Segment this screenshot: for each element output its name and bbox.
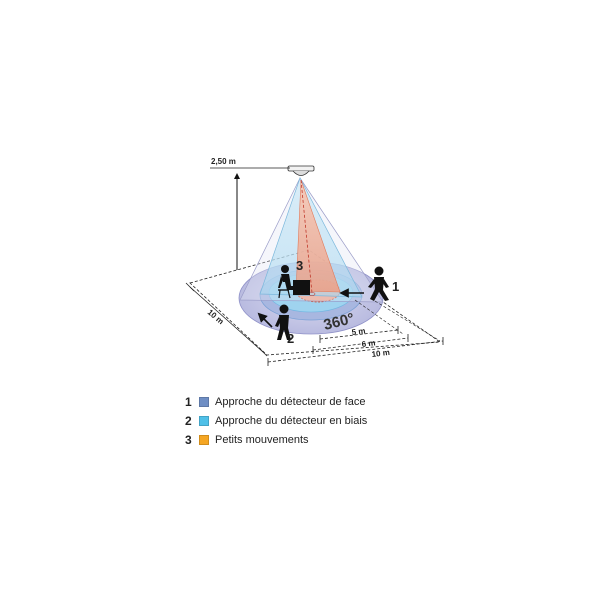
sensor-icon: [287, 165, 315, 176]
legend-item-2: 2 Approche du détecteur en biais: [185, 411, 485, 430]
beam-cones: [239, 177, 384, 303]
legend-swatch-oblique: [199, 415, 209, 426]
legend-text: Approche du détecteur de face: [215, 395, 366, 408]
legend-text: Approche du détecteur en biais: [215, 414, 368, 427]
legend-swatch-front: [199, 396, 209, 407]
depth-label: 10 m: [206, 308, 226, 327]
zone-label-2: 2: [287, 331, 294, 346]
seated-person-icon: [278, 265, 310, 299]
legend-item-3: 3 Petits mouvements: [185, 430, 485, 449]
width-label: 10 m: [371, 348, 390, 359]
height-label: 2,50 m: [211, 157, 236, 166]
floor-plane: [189, 249, 442, 356]
range-5m-label: 5 m: [351, 326, 366, 337]
range-6m-label: 6 m: [361, 338, 376, 349]
beam-axis: [300, 179, 313, 294]
legend-item-1: 1 Approche du détecteur de face: [185, 392, 485, 411]
legend-swatch-small-movements: [199, 434, 209, 445]
legend-text: Petits mouvements: [215, 433, 309, 446]
arrow-oblique-approach: [257, 312, 273, 328]
height-dimension: 2,50 m: [210, 157, 290, 270]
inner-beam: [295, 179, 341, 293]
legend-number: 1: [185, 394, 192, 409]
walking-person-front-icon: [368, 266, 389, 301]
zone-label-1: 1: [392, 279, 399, 294]
range-dimensions: 10 m 6 m 5 m: [267, 299, 444, 366]
legend-number: 3: [185, 432, 192, 447]
zone-label-3: 3: [296, 258, 303, 273]
legend: 1 Approche du détecteur de face 2 Approc…: [185, 392, 485, 449]
walking-person-oblique-icon: [275, 304, 291, 340]
legend-number: 2: [185, 413, 192, 428]
